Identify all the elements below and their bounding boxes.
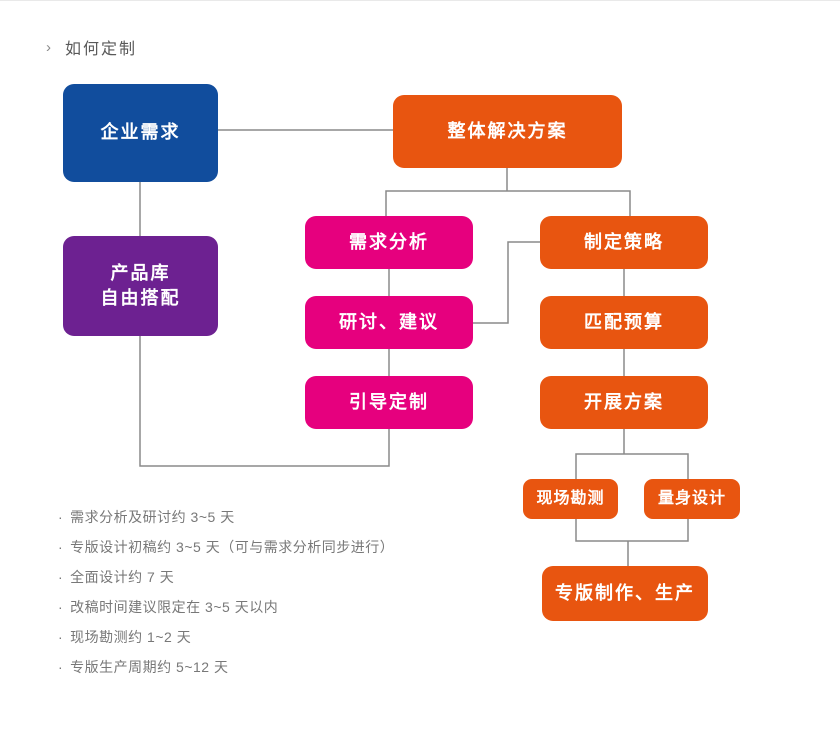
note-text: 专版设计初稿约 3~5 天（可与需求分析同步进行） [70,539,395,555]
page-title-text: 如何定制 [65,41,138,58]
node-site-survey: 现场勘测 [523,479,618,519]
bullet-icon: · [58,659,64,675]
node-label: 量身设计 [657,489,726,507]
connector-library-guide [139,336,390,467]
node-discussion-advice: 研讨、建议 [305,296,473,349]
connector-discussion-strategy [473,241,540,324]
node-overall-solution: 整体解决方案 [393,95,622,168]
note-text: 改稿时间建议限定在 3~5 天以内 [70,599,279,615]
node-label: 引导定制 [349,391,429,412]
list-item: · 专版生产周期约 5~12 天 [58,652,394,682]
node-label: 开展方案 [584,391,664,412]
bullet-icon: · [58,599,64,615]
node-product-library: 产品库 自由搭配 [63,236,218,336]
note-text: 专版生产周期约 5~12 天 [70,659,229,675]
list-item: · 现场勘测约 1~2 天 [58,622,394,652]
node-needs-analysis: 需求分析 [305,216,473,269]
node-label: 专版制作、生产 [555,582,695,603]
page-title: › 如何定制 [46,35,137,59]
connector-merge-production [575,519,689,566]
node-enterprise-needs: 企业需求 [63,84,218,182]
bullet-icon: · [58,629,64,645]
note-text: 现场勘测约 1~2 天 [70,629,192,645]
node-label: 整体解决方案 [447,120,568,141]
note-text: 需求分析及研讨约 3~5 天 [70,509,235,525]
bullet-icon: · [58,569,64,585]
node-production: 专版制作、生产 [542,566,708,621]
node-tailored-design: 量身设计 [644,479,740,519]
node-label: 需求分析 [349,231,429,252]
node-label: 匹配预算 [584,311,664,332]
chevron-right-icon: › [46,38,51,56]
node-match-budget: 匹配预算 [540,296,708,349]
connector-plan-split [575,429,689,479]
node-label: 现场勘测 [536,489,605,507]
node-make-strategy: 制定策略 [540,216,708,269]
node-label-line1: 产品库 [110,262,171,283]
list-item: · 专版设计初稿约 3~5 天（可与需求分析同步进行） [58,532,394,562]
list-item: · 改稿时间建议限定在 3~5 天以内 [58,592,394,622]
note-text: 全面设计约 7 天 [70,569,175,585]
node-guided-customization: 引导定制 [305,376,473,429]
connector-solution-split [385,168,631,216]
node-label: 研讨、建议 [339,311,439,332]
node-label: 企业需求 [100,122,181,143]
list-item: · 需求分析及研讨约 3~5 天 [58,502,394,532]
list-item: · 全面设计约 7 天 [58,562,394,592]
timeline-notes-list: · 需求分析及研讨约 3~5 天 · 专版设计初稿约 3~5 天（可与需求分析同… [58,502,394,682]
bullet-icon: · [58,539,64,555]
bullet-icon: · [58,509,64,525]
node-develop-plan: 开展方案 [540,376,708,429]
node-label: 制定策略 [584,231,664,252]
node-label-line2: 自由搭配 [100,288,181,308]
